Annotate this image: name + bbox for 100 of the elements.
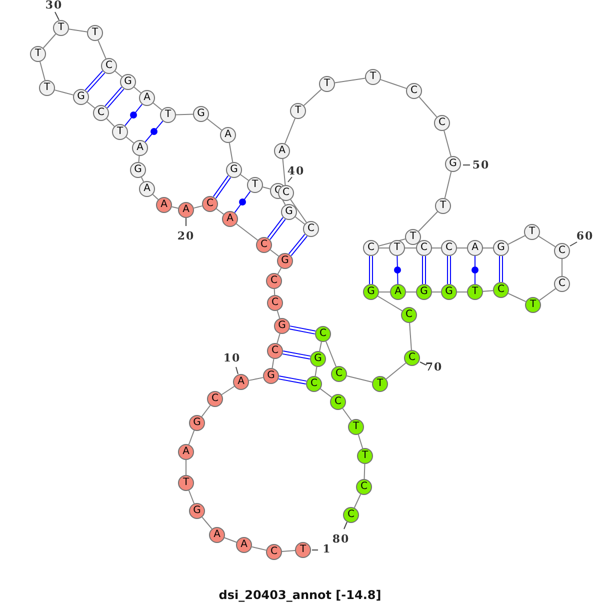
backbone-line — [272, 358, 274, 369]
backbone-line — [358, 434, 364, 449]
nucleotide-circle: A — [139, 181, 155, 197]
nucleotide-circle: G — [189, 503, 205, 519]
backbone-line — [68, 28, 88, 32]
backbone-line — [42, 34, 56, 48]
position-number: 20 — [177, 230, 195, 242]
backbone-line — [201, 404, 211, 418]
backbone-line — [152, 194, 159, 200]
position-number: 30 — [45, 0, 63, 10]
base-pair-line — [144, 120, 164, 142]
backbone-line — [364, 464, 366, 480]
base-pair-line — [288, 234, 308, 256]
backbone-line — [418, 211, 438, 232]
nucleotide-circle: A — [178, 444, 194, 460]
backbone-line — [538, 288, 556, 301]
position-number: 1 — [322, 544, 332, 554]
position-number: 40 — [287, 166, 305, 176]
nucleotide-circle: T — [524, 224, 540, 240]
backbone-line — [152, 102, 162, 110]
backbone-line — [98, 40, 106, 60]
backbone-line — [444, 130, 452, 157]
nucleotide-circle: T — [53, 20, 69, 36]
nucleotide-circle: A — [209, 527, 225, 543]
base-pair-line — [282, 350, 311, 360]
backbone-line — [228, 142, 234, 163]
backbone-line — [202, 516, 212, 530]
backbone-line — [277, 268, 282, 274]
backbone-line — [270, 249, 280, 257]
nucleotide-circle: C — [331, 366, 347, 382]
backbone-line — [236, 223, 258, 241]
backbone-line — [319, 341, 322, 352]
backbone-line — [409, 322, 412, 351]
nucleotide-circle: G — [189, 415, 205, 431]
nucleotide-circle: C — [406, 83, 422, 99]
nucleotide-circle: G — [277, 253, 293, 269]
nucleotide-circle: A — [236, 537, 252, 553]
nucleotide-circle: G — [363, 284, 379, 300]
position-number: 80 — [332, 534, 350, 544]
nucleotide-circle: T — [160, 107, 176, 123]
nucleotide-circle: A — [274, 143, 290, 159]
nucleotide-circle: T — [247, 177, 263, 193]
backbone-line — [262, 186, 271, 190]
nucleotide-circle: G — [416, 284, 432, 300]
nucleotide-circle: C — [416, 240, 432, 256]
nucleotide-circle: T — [112, 124, 128, 140]
position-number: 50 — [472, 160, 490, 170]
nucleotide-circle: G — [193, 106, 209, 122]
nucleotide-circle: G — [441, 284, 457, 300]
backbone-line — [40, 61, 46, 81]
nucleotide-circle: A — [233, 374, 249, 390]
base-pair-line — [84, 70, 106, 93]
nucleotide-circle: T — [295, 542, 311, 558]
nucleotide-circle: T — [357, 448, 373, 464]
base-pair-line — [104, 86, 124, 108]
nucleotide-circle: G — [445, 156, 461, 172]
nucleotide-circle: A — [390, 284, 406, 300]
backbone-line — [320, 388, 332, 398]
backbone-line — [240, 174, 249, 181]
nucleotide-circle: C — [202, 196, 218, 212]
nucleotide-circle: C — [356, 479, 372, 495]
backbone-line — [171, 206, 179, 209]
nucleotide-circle: C — [256, 237, 272, 253]
nucleotide-circle: T — [372, 376, 388, 392]
nucleotide-circle: A — [156, 197, 172, 213]
base-pair-line — [278, 376, 307, 384]
backbone-line — [138, 155, 140, 163]
position-number: 70 — [425, 362, 443, 372]
nucleotide-circle: G — [73, 89, 89, 105]
nucleotide-circle: T — [389, 240, 405, 256]
nucleotide-circle: G — [130, 162, 146, 178]
backbone-line — [386, 362, 406, 380]
backbone-line — [334, 78, 366, 84]
backbone-line — [325, 340, 337, 368]
nucleotide-circle: T — [467, 284, 483, 300]
nucleotide-circle: C — [266, 544, 282, 560]
nucleotide-circle: C — [266, 273, 282, 289]
nucleotide-circle: A — [178, 202, 194, 218]
nucleotide-circle: G — [310, 351, 326, 367]
backbone-line — [342, 408, 352, 421]
base-pair-line — [422, 256, 426, 284]
backbone-line — [248, 377, 264, 381]
backbone-line — [134, 86, 142, 94]
nucleotide-circle: C — [493, 282, 509, 298]
nucleotide-circle: T — [525, 297, 541, 313]
nucleotide-circle: C — [363, 240, 379, 256]
nucleotide-circle: C — [554, 243, 570, 259]
nucleotide-circle: C — [554, 276, 570, 292]
nucleotide-circle: T — [348, 419, 364, 435]
nucleotide-circle: G — [120, 74, 136, 90]
base-pair-line — [499, 256, 503, 282]
backbone-line — [303, 88, 322, 106]
base-pair-line — [124, 104, 143, 126]
backbone-line — [106, 118, 115, 127]
backbone-line — [221, 386, 235, 396]
nucleotide-circle: C — [303, 221, 319, 237]
backbone-line — [282, 158, 286, 186]
nucleotide-circle: C — [404, 350, 420, 366]
base-pair-line — [447, 256, 451, 284]
base-pair-line — [234, 190, 251, 214]
